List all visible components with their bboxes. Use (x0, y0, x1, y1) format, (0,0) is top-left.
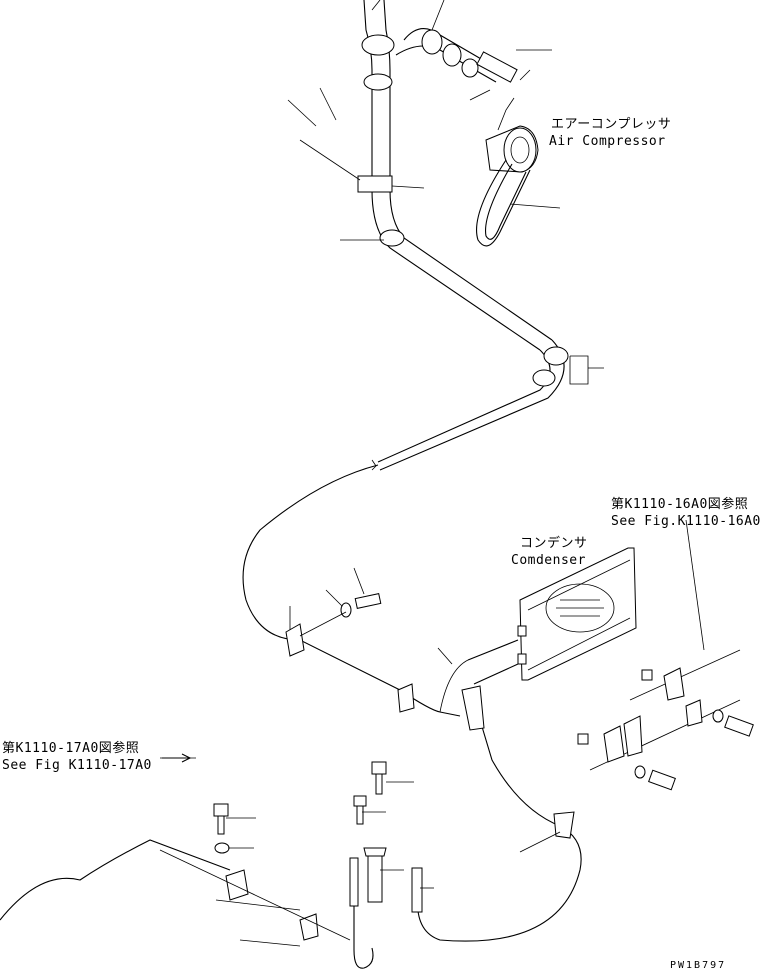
bottom-parts (0, 761, 423, 969)
ref-17a0-label-jp: 第K1110-17A0図参照 (2, 741, 140, 756)
condenser-label-jp: コンデンサ (520, 536, 588, 551)
leader-lines (160, 0, 705, 889)
condenser-part (416, 547, 637, 942)
upper-hose (357, 0, 553, 351)
right-bracket (577, 649, 754, 791)
condenser-label-en: Comdenser (511, 553, 586, 568)
air-compressor-label-en: Air Compressor (549, 134, 666, 149)
air-compressor-label-jp: エアーコンプレッサ (551, 117, 672, 132)
ref-16a0-label-jp: 第K1110-16A0図参照 (611, 497, 749, 512)
lower-clamps (285, 593, 415, 713)
drawing-code: PW1B797 (670, 960, 727, 971)
air-compressor-part (476, 97, 539, 247)
arrow-icon (162, 753, 192, 763)
middle-hose (242, 339, 569, 717)
ref-17a0-label-en: See Fig K1110-17A0 (2, 758, 152, 773)
ref-16a0-label-en: See Fig.K1110-16A0 (611, 514, 760, 529)
